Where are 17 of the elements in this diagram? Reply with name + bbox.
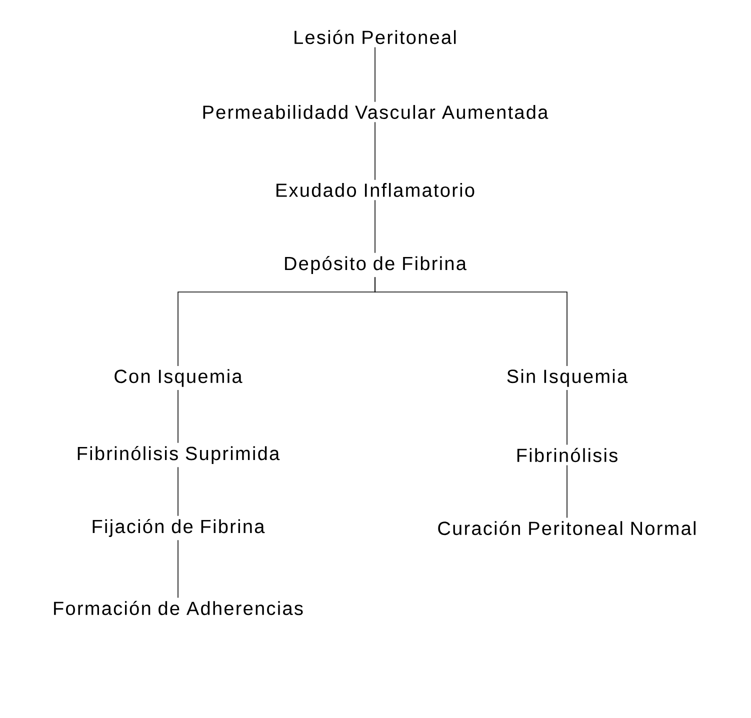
- connector-line: [374, 122, 376, 180]
- step-label: Fijación de Fibrina: [92, 519, 265, 537]
- step-label: Fibrinólisis Suprimida: [78, 446, 280, 464]
- step-label: Fibrinólisis: [517, 448, 618, 462]
- connector-line: [374, 46, 376, 102]
- step-label: Depósito de Fibrina: [285, 256, 466, 274]
- step-label: Curación Peritoneal Normal: [438, 520, 696, 536]
- step-label: Permeabilidadd Vascular Aumentada: [203, 105, 548, 119]
- connector-line: [374, 276, 568, 366]
- step-label: Con Isquemia: [114, 369, 242, 387]
- connector-line: [374, 200, 376, 254]
- step-label: Formación de Adherencias: [54, 600, 303, 616]
- step-label: Sin Isquemia: [507, 369, 628, 387]
- step-label: Exudado Inflamatorio: [276, 183, 474, 197]
- step-label: Lesión Peritoneal: [294, 30, 456, 44]
- connector-line: [566, 464, 568, 518]
- connector-line: [566, 390, 568, 446]
